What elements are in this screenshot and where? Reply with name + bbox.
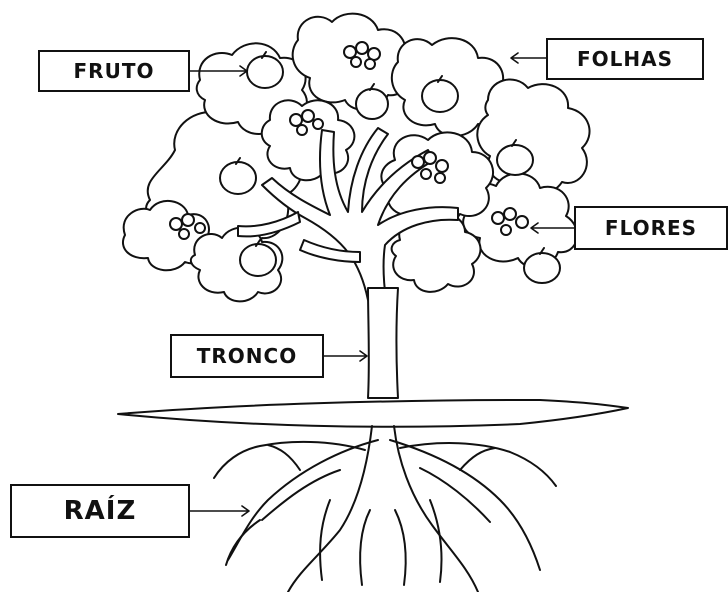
fruit bbox=[422, 80, 458, 112]
fruit bbox=[497, 145, 533, 175]
label-tronco: TRONCO bbox=[170, 334, 324, 378]
arrow-raiz bbox=[190, 506, 249, 516]
label-folhas: FOLHAS bbox=[546, 38, 704, 80]
fruit bbox=[220, 162, 256, 194]
label-raiz: RAÍZ bbox=[10, 484, 190, 538]
fruit bbox=[356, 89, 388, 119]
label-flores: FLORES bbox=[574, 206, 728, 250]
ground-line bbox=[118, 400, 628, 427]
arrow-folhas bbox=[511, 53, 546, 63]
fruit bbox=[247, 56, 283, 88]
leaf-cluster-right bbox=[477, 79, 589, 194]
fruit bbox=[240, 244, 276, 276]
arrow-tronco bbox=[324, 351, 367, 361]
label-fruto: FRUTO bbox=[38, 50, 190, 92]
roots bbox=[214, 426, 556, 592]
fruit bbox=[524, 253, 560, 283]
trunk bbox=[368, 288, 398, 398]
